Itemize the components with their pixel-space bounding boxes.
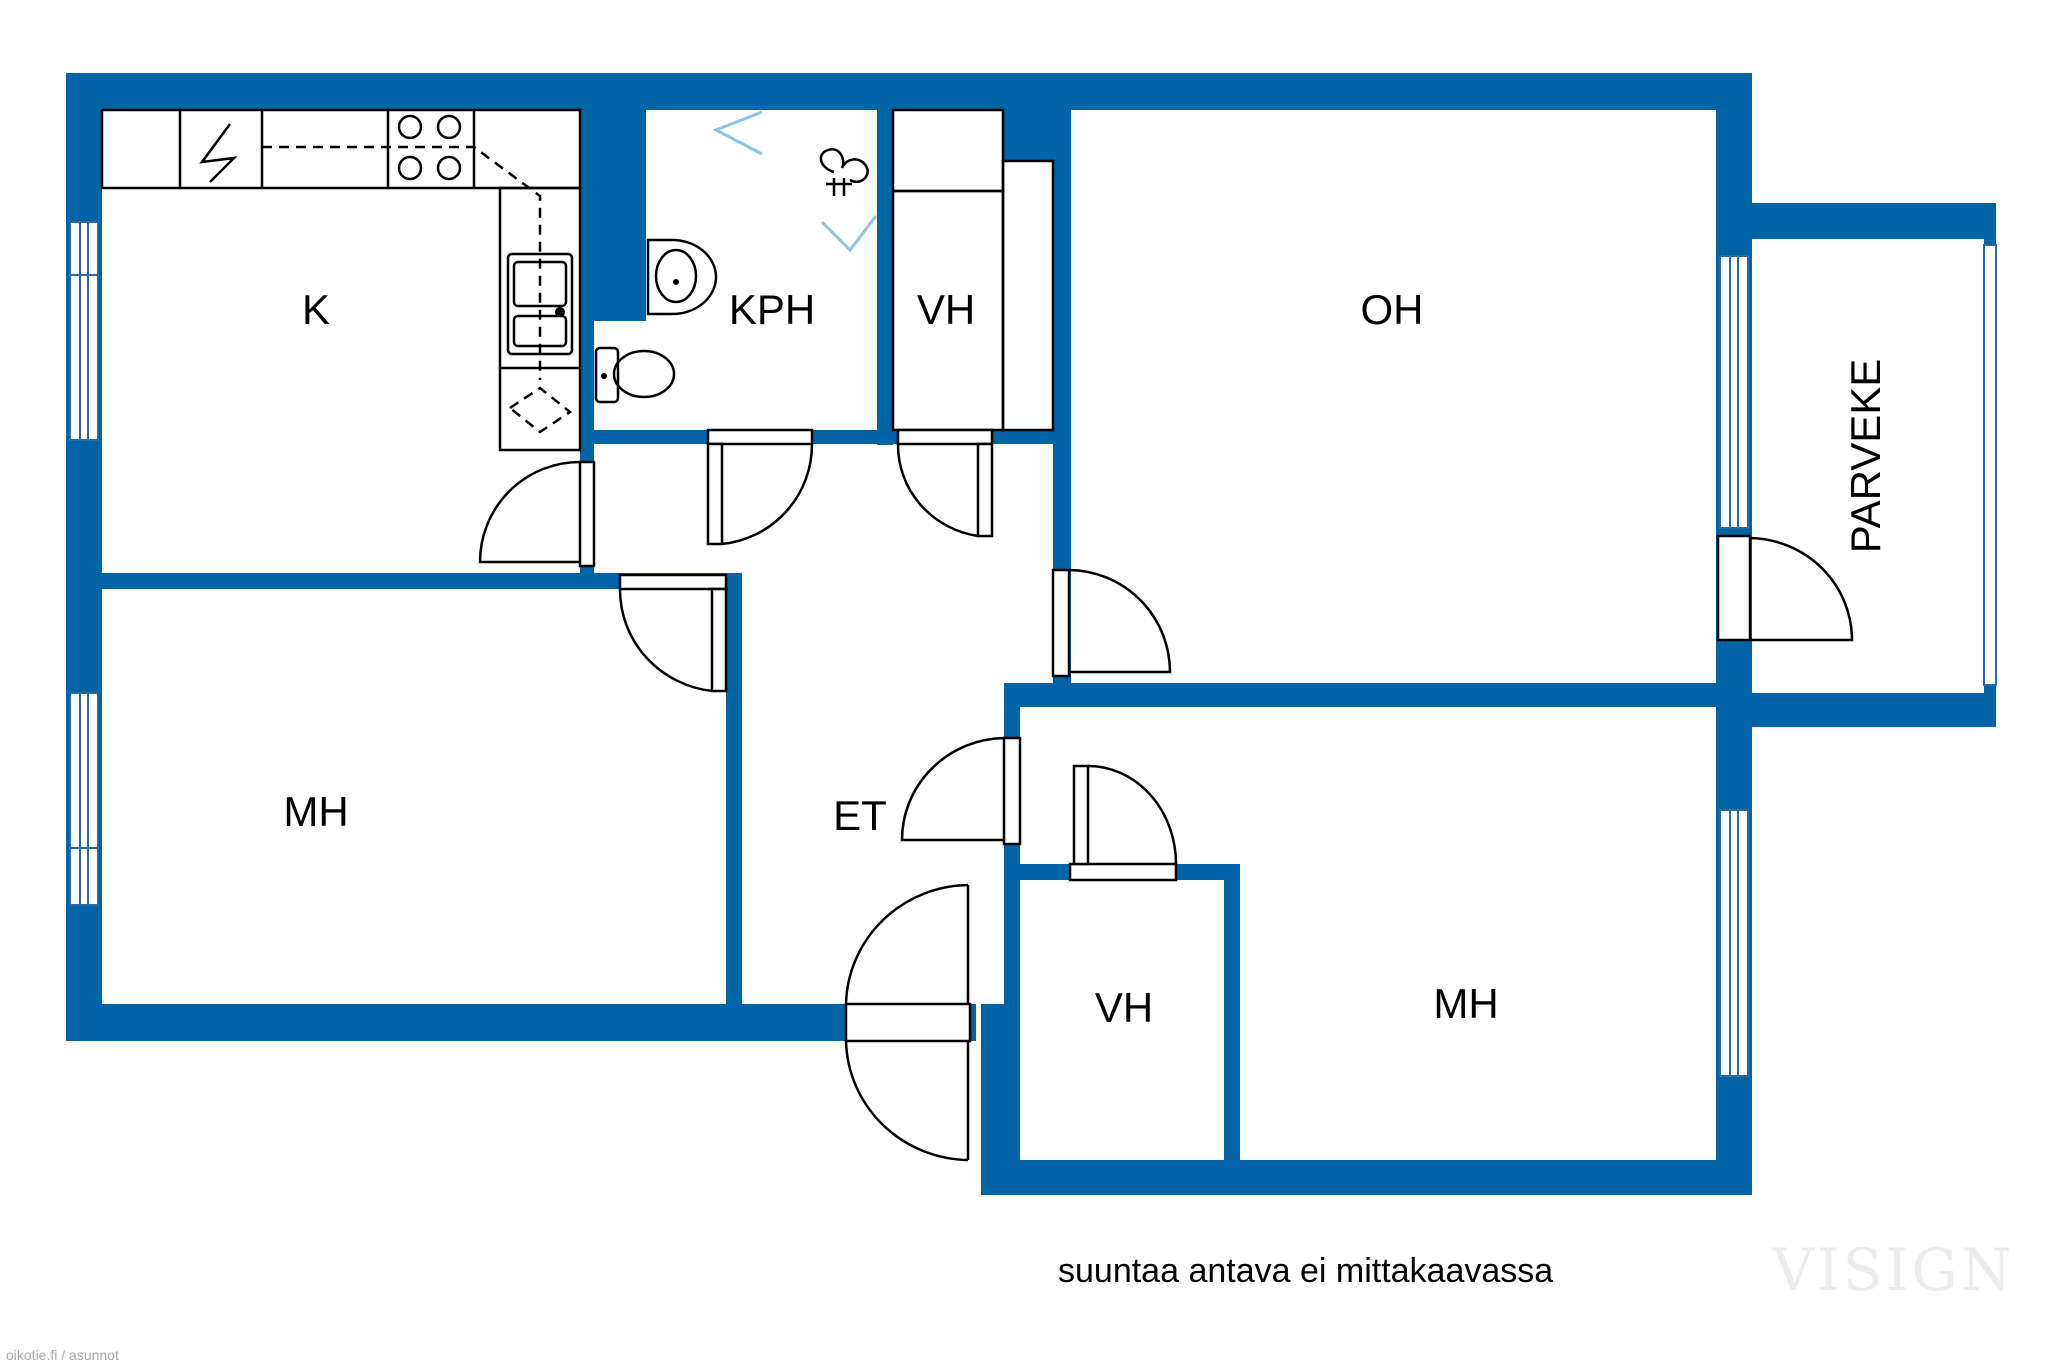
brand-logo: VISIGN [1771,1236,2015,1304]
room-label-kph: KPH [729,286,815,333]
wall-mh-left-top [66,573,742,589]
room-label-parveke: PARVEKE [1842,359,1889,554]
wall-bath-stub [594,73,646,321]
walls [66,73,1996,1195]
door-mh-right [900,736,1022,846]
kitchen-counter [100,108,582,190]
door-mh-left [618,573,728,693]
window-mh-right [1719,809,1749,1077]
kitchen-side-counter [498,186,582,452]
outer-wall-bottom-left [66,1004,976,1041]
doors [478,428,1854,1162]
source-credit: oikotie.fi / asunnot [6,1347,119,1363]
room-label-k: K [302,286,330,333]
window-mh-left [69,692,99,906]
scale-note: suuntaa antava ei mittakaavassa [1058,1252,1553,1290]
room-label-mh-right: MH [1433,980,1498,1027]
door-entrance [844,883,972,1162]
outer-wall-top [66,73,1752,110]
wall-oh-bottom [1004,683,1752,707]
window-oh-balcony [1719,255,1749,529]
room-label-oh: OH [1361,286,1424,333]
door-vh-bottom [1068,764,1178,882]
shower-icon [712,110,878,253]
balcony-wall-bottom [1716,693,1996,727]
bathroom-fixtures [594,110,878,404]
stove-icon [397,114,462,181]
door-vh-top [896,428,994,538]
electric-outlet-icon [199,123,238,183]
room-label-et: ET [833,792,887,839]
room-label-vh-top: VH [917,286,975,333]
wall-mh-left-right [726,573,742,1041]
door-balcony [1716,534,1854,642]
toilet-icon [594,346,676,404]
room-labels: K KPH VH OH PARVEKE MH ET VH MH [283,286,1889,1031]
room-label-vh-bottom: VH [1095,984,1153,1031]
outer-wall-bottom-right [981,1160,1752,1195]
window-kitchen [69,221,99,441]
washbasin-icon [646,238,718,316]
wall-oh-left [1053,73,1071,683]
door-kitchen [478,460,596,568]
kitchen-fixtures [100,108,582,452]
balcony-wall-top [1716,203,1996,239]
room-label-mh-left: MH [283,788,348,835]
wall-corridor-top [594,430,1071,444]
windows [69,221,1997,1077]
door-kph [706,428,814,546]
wall-kph-vh [877,73,893,445]
door-oh [1051,568,1172,678]
wall-vh-bottom-right [1224,864,1240,1195]
window-balcony [1983,244,1997,686]
wall-kitchen-bath [580,73,594,573]
kitchen-sink-icon [506,252,574,356]
